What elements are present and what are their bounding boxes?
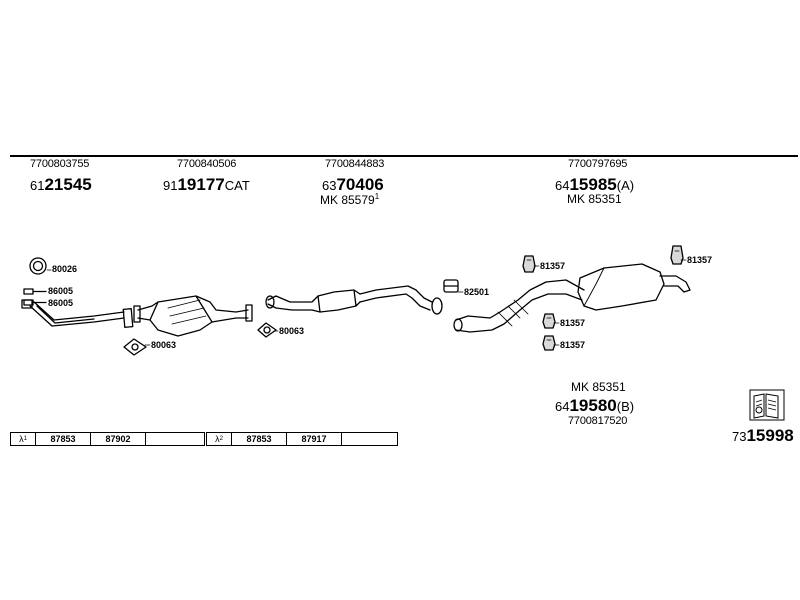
gasket-middle — [257, 322, 277, 338]
part-number-catalyst: 9119177CAT — [163, 175, 250, 194]
mounting-kit-middle-silencer: MK 855791 — [320, 192, 380, 207]
part-number-rear-silencer-b: 6419580(B) — [555, 396, 635, 415]
oe-number-middle-silencer: 7700844883 — [325, 158, 385, 170]
callout-clamp: 82501 — [464, 287, 490, 297]
callout-rubber-mount-3: 81357 — [560, 318, 586, 328]
part-number-front-pipe: 6121545 — [30, 175, 92, 194]
gasket-ring — [29, 257, 47, 275]
mounting-kit-rear-silencer-b: MK 85351 — [571, 380, 626, 394]
middle-silencer — [265, 285, 443, 315]
callout-gasket-middle: 80063 — [279, 326, 305, 336]
front-pipe — [21, 299, 134, 328]
callout-rubber-mount-1: 81357 — [540, 261, 566, 271]
callout-rubber-mount-4: 81357 — [560, 340, 586, 350]
catalytic-converter — [133, 295, 253, 337]
diagram-number: 7315998 — [732, 426, 794, 445]
clamp — [443, 279, 459, 293]
callout-gasket-ring: 80026 — [52, 264, 78, 274]
oe-number-rear-silencer-a: 7700797695 — [568, 158, 628, 170]
oe-number-catalyst: 7700840506 — [177, 158, 237, 170]
mounting-kit-rear-silencer-a: MK 85351 — [567, 192, 622, 206]
callout-rubber-mount-2: 81357 — [687, 255, 713, 265]
callout-bolt-2: 86005 — [48, 298, 74, 308]
kit-table-2-cell: 87853 — [232, 433, 287, 445]
kit-table-1-cell: 87902 — [91, 433, 146, 445]
part-number-rear-silencer-a: 6415985(A) — [555, 175, 635, 194]
callout-bolt-1: 86005 — [48, 286, 74, 296]
part-number-middle-silencer: 6370406 — [322, 175, 384, 194]
gasket-front — [123, 338, 147, 356]
rear-silencer — [453, 263, 691, 333]
callout-gasket-front: 80063 — [151, 340, 177, 350]
top-rule — [10, 155, 798, 157]
kit-table-1-cell: 87853 — [36, 433, 91, 445]
book-info-icon — [749, 389, 785, 421]
kit-table-2-cell: 87917 — [287, 433, 342, 445]
oe-number-front-pipe: 7700803755 — [30, 158, 90, 170]
oe-number-rear-silencer-b: 7700817520 — [568, 415, 628, 427]
rubber-mount-icon — [522, 245, 684, 351]
